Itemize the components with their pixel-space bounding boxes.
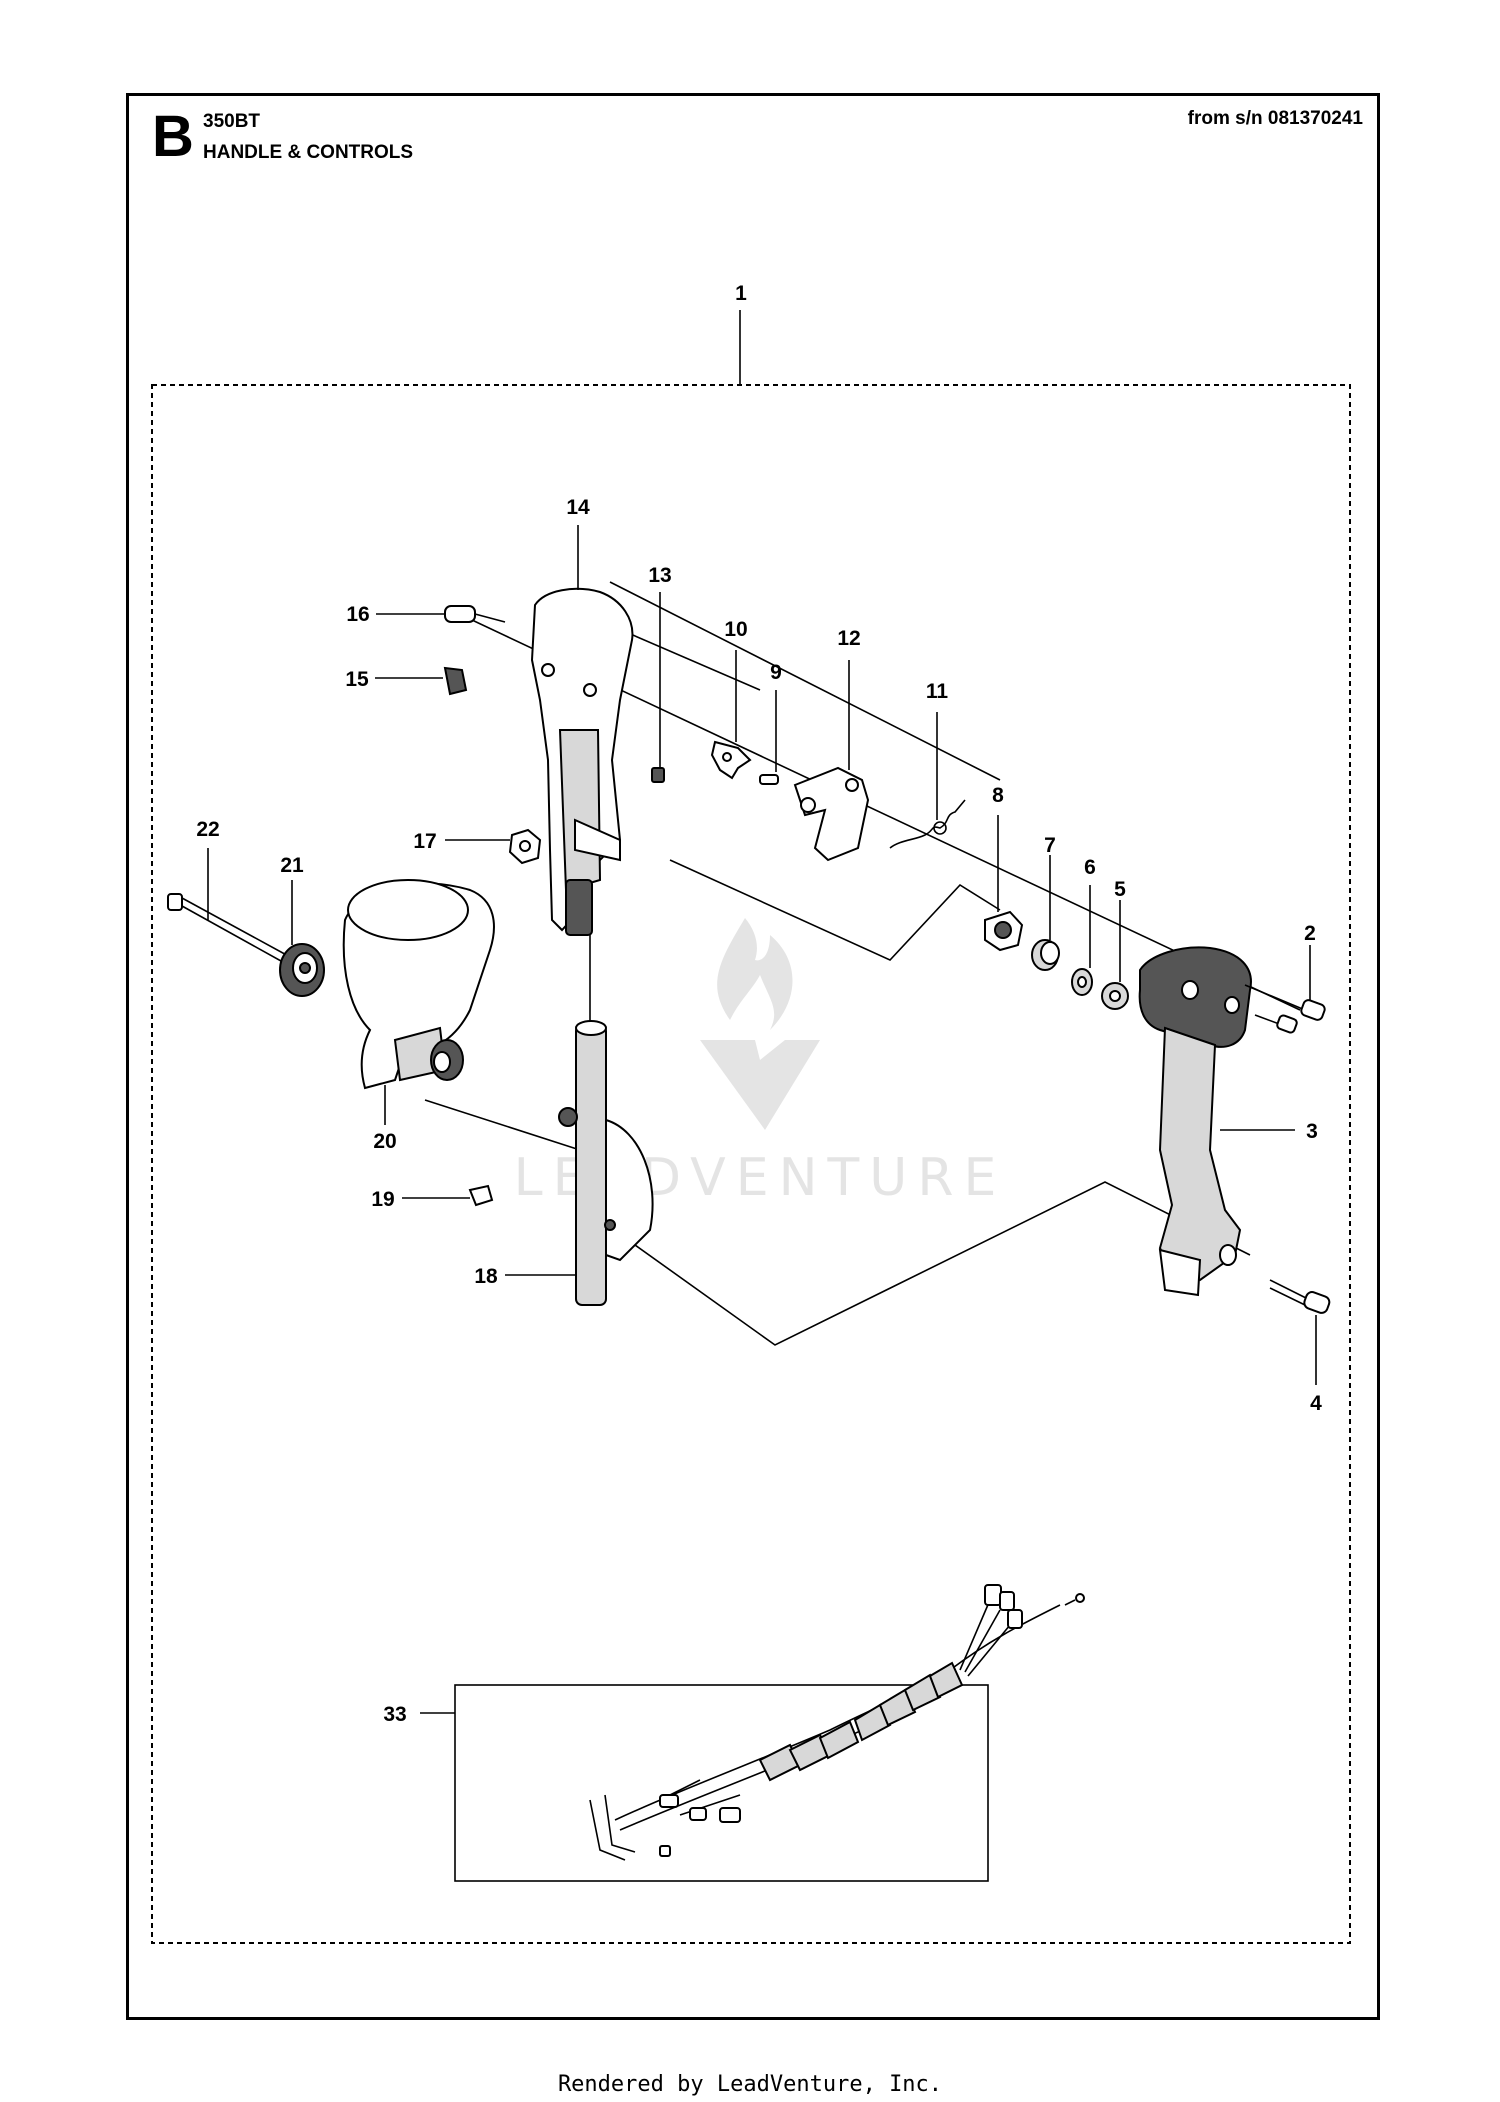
callout-18: 18 [474, 1265, 498, 1288]
callout-12: 12 [837, 627, 860, 650]
callout-10: 10 [724, 618, 747, 641]
callout-8: 8 [992, 784, 1004, 807]
section-title: HANDLE & CONTROLS [203, 142, 414, 163]
throttle-lever-10 [710, 740, 752, 780]
callout-22: 22 [196, 818, 219, 841]
tube-18 [558, 1020, 654, 1306]
screw-16 [444, 605, 506, 623]
callout-33: 33 [383, 1703, 406, 1726]
callout-19: 19 [371, 1188, 394, 1211]
spacer-7 [1031, 939, 1060, 971]
callout-13: 13 [648, 564, 671, 587]
knob-21 [279, 943, 325, 997]
model-label: 350BT [203, 111, 261, 132]
nut-17 [508, 828, 542, 865]
callout-20: 20 [373, 1130, 396, 1153]
callout-17: 17 [413, 830, 436, 853]
callout-21: 21 [280, 854, 304, 877]
callout-1: 1 [735, 282, 747, 305]
diagram-frame [126, 93, 1380, 2020]
star-washer-5 [1101, 982, 1129, 1010]
bolt-22 [167, 893, 293, 967]
callout-2: 2 [1304, 922, 1316, 945]
bushing-8 [984, 910, 1024, 952]
throttle-housing [530, 587, 634, 936]
rear-handle-3 [1138, 946, 1252, 1297]
pin-9 [759, 774, 779, 785]
callout-3: 3 [1306, 1120, 1318, 1143]
callout-6: 6 [1084, 856, 1096, 879]
spring-11 [889, 799, 966, 849]
nut-13 [651, 767, 665, 783]
harness-box [454, 1684, 989, 1882]
nut-19 [468, 1184, 494, 1207]
wiring-harness-33 [589, 1584, 1085, 1861]
callout-15: 15 [345, 668, 369, 691]
serial-range: from s/n 081370241 [1187, 108, 1363, 129]
assembly-1-box [151, 384, 1351, 1944]
screw-4 [1269, 1279, 1331, 1314]
callout-14: 14 [566, 496, 590, 519]
callout-7: 7 [1044, 834, 1056, 857]
callout-5: 5 [1114, 878, 1126, 901]
screws-2 [1244, 984, 1326, 1034]
footer-credit: Rendered by LeadVenture, Inc. [557, 2072, 943, 2097]
callout-11: 11 [926, 680, 949, 703]
callout-4: 4 [1310, 1392, 1322, 1415]
callout-16: 16 [346, 603, 369, 626]
trigger-12 [793, 766, 870, 862]
clamp-20 [342, 879, 495, 1090]
clip-15 [443, 666, 468, 696]
callout-9: 9 [770, 661, 782, 684]
page-letter: B [152, 104, 194, 169]
washer-6 [1071, 968, 1093, 996]
